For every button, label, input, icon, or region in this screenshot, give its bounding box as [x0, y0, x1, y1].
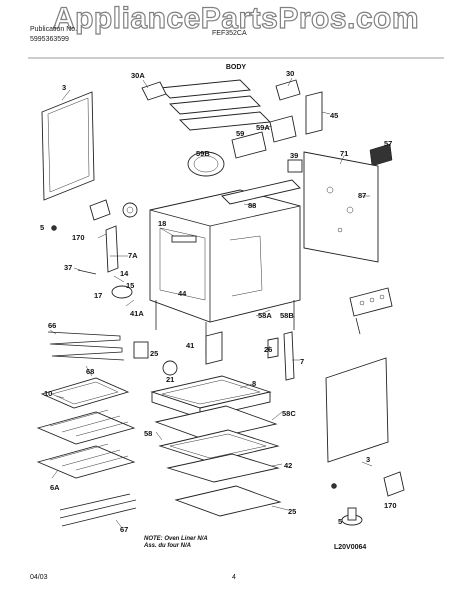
callout-25: 25: [288, 507, 296, 516]
oven-rack-6a: [36, 443, 136, 479]
oven-rack-upper: [36, 409, 136, 445]
vent-duct-45: [305, 91, 323, 135]
bracket-7: [283, 331, 295, 381]
drawer-58: [158, 429, 280, 463]
callout-5-top: 5: [40, 223, 44, 232]
callout-14: 14: [120, 269, 129, 278]
watermark: AppliancePartsPros.com: [52, 1, 420, 35]
bracket-41: [205, 331, 223, 365]
screw-5-bottom: [331, 483, 337, 489]
door-inner-panel: [41, 91, 95, 201]
callout-59: 59: [236, 129, 244, 138]
channel-59: [231, 131, 267, 159]
callout-7a: 7A: [128, 251, 138, 260]
broil-pan-10: [40, 377, 130, 409]
footer-page: 4: [232, 574, 236, 581]
screw-63: [355, 317, 361, 335]
callout-41a: 41A: [130, 309, 144, 318]
callout-67: 67: [120, 525, 128, 534]
callout-10: 10: [44, 389, 52, 398]
oven-body: [149, 189, 301, 323]
callout-21: 21: [166, 375, 174, 384]
callout-45: 45: [330, 111, 338, 120]
side-panel-rear: [221, 179, 301, 205]
rear-panel-71: [303, 151, 379, 263]
callout-25-small: 25: [150, 349, 158, 358]
fan-cover-59b: [187, 151, 225, 177]
callout-6a: 6A: [50, 483, 60, 492]
hinge-170: [89, 199, 111, 221]
footer-date: 04/03: [30, 574, 48, 581]
callout-170-bottom: 170: [384, 501, 397, 510]
drawer-front-58c: [154, 405, 278, 441]
channel-59a: [269, 115, 297, 143]
callout-37: 37: [64, 263, 72, 272]
vent-bars: [159, 79, 271, 131]
terminal-39: [287, 159, 303, 173]
bake-element-66: [47, 331, 125, 361]
thermostat-17: [111, 285, 133, 299]
callout-66: 66: [48, 321, 56, 330]
callout-18: 18: [158, 219, 166, 228]
callout-68: 68: [86, 367, 94, 376]
bracket-26: [267, 337, 279, 359]
callout-8: 8: [252, 379, 256, 388]
part-25a: [133, 341, 149, 359]
diagram-code: L20V0064: [334, 544, 367, 551]
leader-lines: [49, 77, 389, 529]
callout-170-top: 170: [72, 233, 85, 242]
drawer-panel-25: [174, 485, 282, 517]
leveler-5: [341, 507, 363, 526]
callout-30a: 30A: [131, 71, 145, 80]
callout-26: 26: [264, 345, 272, 354]
bracket-30: [275, 79, 301, 101]
callout-7: 7: [300, 357, 304, 366]
callout-57: 57: [384, 139, 392, 148]
callout-58: 58: [144, 429, 152, 438]
note-line-1: NOTE: Oven Liner N/A: [144, 536, 208, 542]
part-21: [162, 360, 178, 376]
callout-44: 44: [178, 289, 187, 298]
callout-3-side: 3: [366, 455, 370, 464]
callout-59a: 59A: [256, 123, 270, 132]
screw-5: [51, 225, 57, 231]
callout-5-bottom: 5: [338, 517, 342, 526]
drawer-bottom-42: [166, 453, 280, 483]
bracket-30a: [141, 81, 167, 101]
note-line-2: Ass. du four N/A: [144, 543, 192, 549]
hinge-170-right: [383, 471, 405, 497]
callout-17: 17: [94, 291, 102, 300]
callout-71: 71: [340, 149, 348, 158]
section-title: BODY: [225, 64, 247, 71]
callout-58b: 58B: [280, 311, 294, 320]
callout-3-door: 3: [62, 83, 66, 92]
callout-30: 30: [286, 69, 294, 78]
callout-58a: 58A: [258, 311, 272, 320]
screw-37: [77, 269, 97, 275]
callout-88: 88: [248, 201, 256, 210]
side-panel-3: [325, 357, 389, 463]
broil-element-67: [59, 493, 137, 527]
bracket-7a: [105, 225, 119, 273]
callout-41: 41: [186, 341, 194, 350]
publication-number: 5995363599: [30, 36, 69, 43]
publication-label: Publication No.: [30, 26, 78, 33]
callout-59b: 59B: [196, 149, 210, 158]
callout-42: 42: [284, 461, 292, 470]
model-number: FEF352CA: [212, 30, 247, 37]
callout-87: 87: [358, 191, 366, 200]
sensor-18: [171, 235, 197, 243]
cap-14: [122, 202, 138, 218]
callout-58c: 58C: [282, 409, 296, 418]
callout-15: 15: [126, 281, 134, 290]
callout-39: 39: [290, 151, 298, 160]
terminal-block-62: [349, 287, 393, 317]
